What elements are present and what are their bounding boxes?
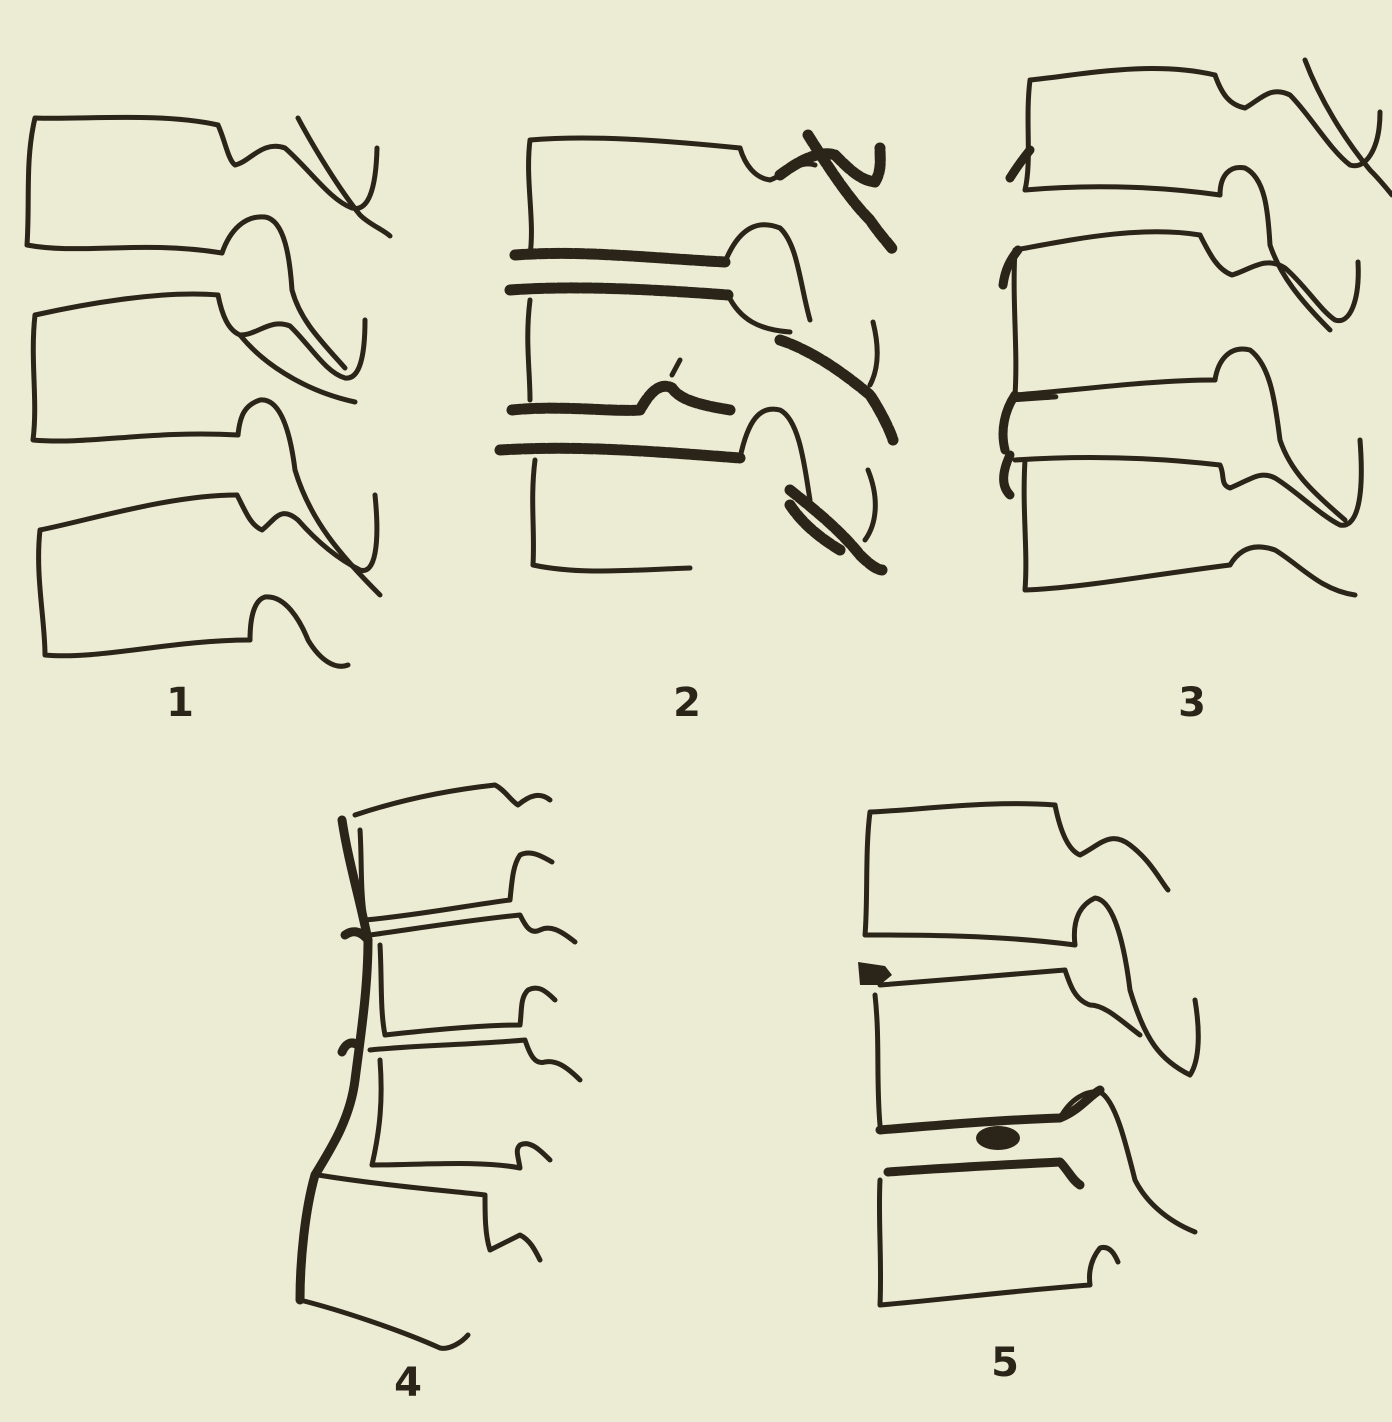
- spinous-outline: [222, 217, 345, 368]
- spinous-outline: [725, 225, 810, 320]
- facet-joint: [240, 335, 355, 402]
- vertebra-body: [865, 804, 1075, 945]
- facet-joint: [218, 125, 377, 208]
- spinous-outline: [238, 400, 380, 595]
- vertebra-body: [529, 138, 740, 255]
- vertebra-body: [875, 995, 880, 1125]
- panel-5-drawing: [858, 804, 1198, 1305]
- anterior-ligament-ossification: [345, 932, 368, 940]
- vertebra-body: [39, 495, 250, 656]
- vertebra-body: [370, 1040, 580, 1080]
- panel-label: 3: [1162, 680, 1222, 726]
- panel-label: 2: [657, 680, 717, 726]
- vertebra-body: [879, 1180, 1118, 1305]
- vertebra-body: [1010, 395, 1056, 400]
- panel-1-drawing: [27, 117, 390, 666]
- facet-joint: [865, 470, 875, 540]
- vertebra-body: [300, 1300, 468, 1348]
- spinous-outline: [1215, 349, 1345, 520]
- panel-3-drawing: [1003, 60, 1392, 595]
- vertebra-body: [1014, 232, 1215, 395]
- vertebra-body: [370, 915, 575, 942]
- endplate-sclerosis: [512, 386, 730, 410]
- facet-joint: [728, 295, 790, 332]
- arrow-marker: [672, 360, 680, 375]
- anterior-osteophyte: [1004, 455, 1010, 495]
- vertebra-body: [880, 970, 1140, 1035]
- spinous-outline: [250, 597, 348, 666]
- anterior-ligament-ossification: [300, 820, 368, 1300]
- spinous-outline: [1060, 1092, 1195, 1232]
- panel-label: 5: [975, 1340, 1035, 1386]
- panel-label: 1: [150, 680, 210, 726]
- facet-joint: [1200, 235, 1358, 321]
- vertebra-body: [33, 294, 238, 441]
- vertebra-body: [380, 945, 555, 1035]
- endplate-sclerosis: [500, 448, 740, 458]
- endplate-sclerosis: [510, 288, 728, 295]
- vertebra-body: [1024, 460, 1230, 590]
- spinous-outline: [1230, 547, 1355, 595]
- panel-4-drawing: [300, 785, 580, 1348]
- vertebra-body: [1015, 440, 1361, 525]
- vacuum-phenomenon: [976, 1126, 1020, 1150]
- vertebra-body: [372, 1060, 550, 1168]
- vertebra-body: [1025, 69, 1220, 195]
- vertebra-body: [528, 300, 530, 400]
- panel-2-drawing: [500, 135, 893, 571]
- facet-joint: [1055, 805, 1168, 890]
- spinous-outline: [1220, 167, 1330, 330]
- vertebra-body: [533, 460, 690, 571]
- vertebra-body: [355, 785, 550, 815]
- facet-joint: [870, 322, 877, 385]
- spinous-outline: [1074, 898, 1198, 1075]
- disc-calcification: [858, 962, 892, 985]
- disc-space-narrowing: [888, 1162, 1080, 1185]
- anterior-osteophyte: [1003, 395, 1015, 450]
- vertebra-body: [360, 830, 552, 920]
- endplate-sclerosis: [515, 253, 725, 262]
- vertebra-body: [27, 117, 222, 253]
- spinous-outline: [740, 409, 810, 500]
- vertebra-body: [318, 1175, 540, 1260]
- panel-label: 4: [378, 1360, 438, 1406]
